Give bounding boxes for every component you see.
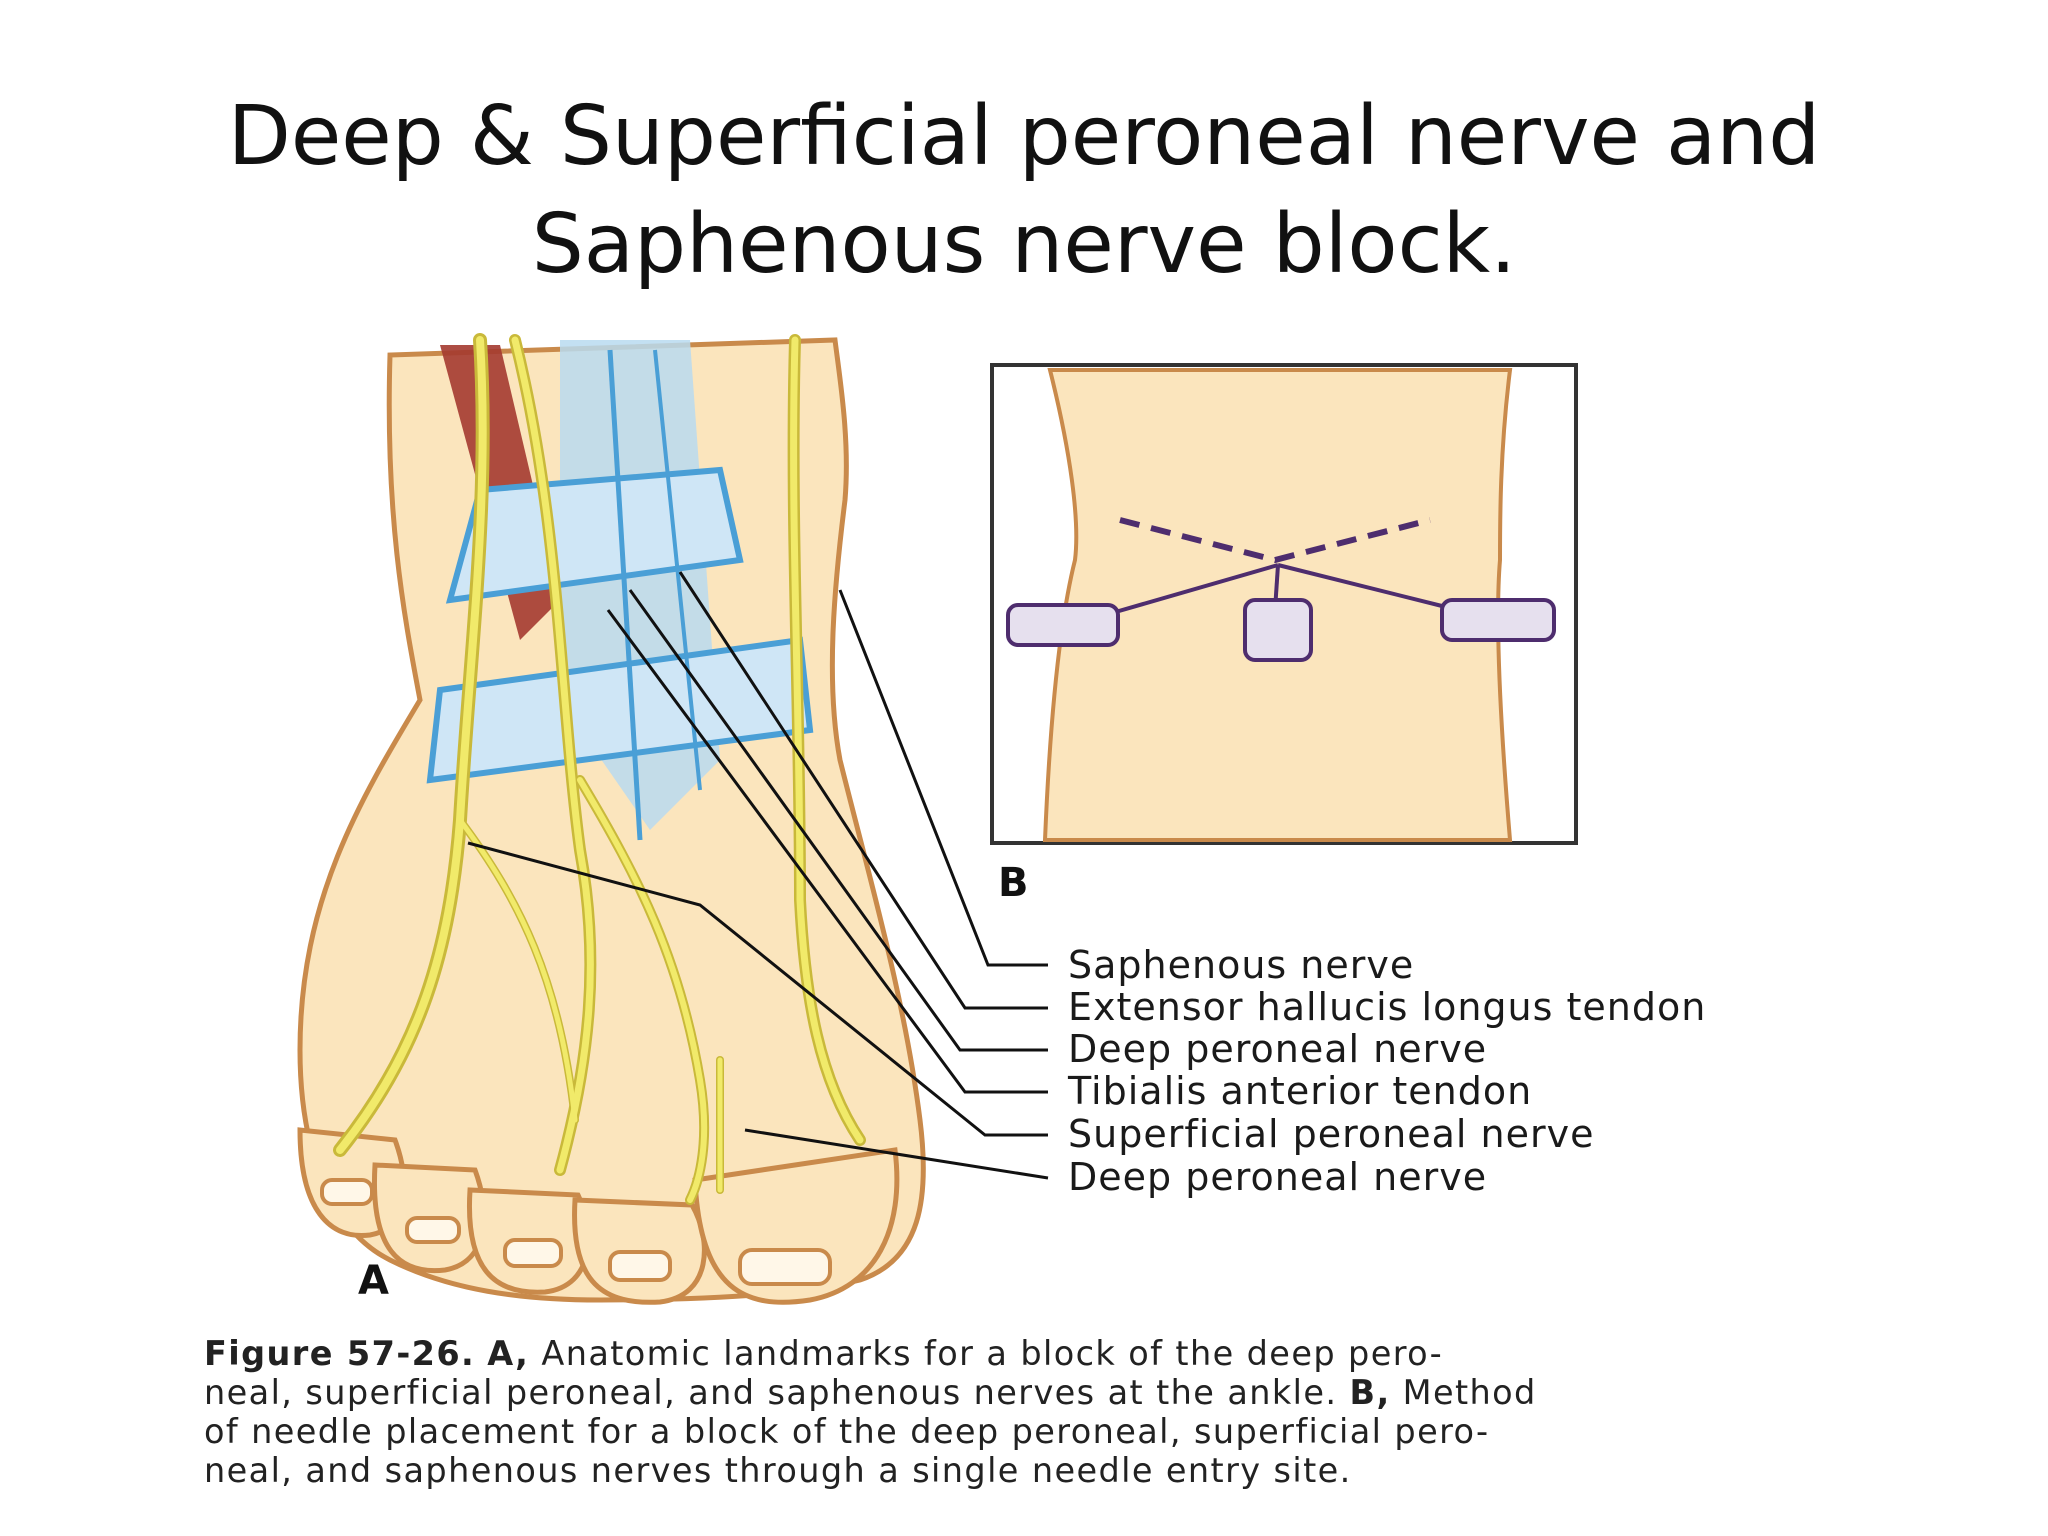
leader-tibialis-anterior-tendon [606,609,1048,1094]
slide-title-line-2: Saphenous nerve block. [531,196,1517,292]
needle-hub-left [1006,603,1120,647]
panel-a-letter: A [358,1258,389,1304]
tendon-line [607,349,643,841]
caption-b-marker: B, [1349,1373,1391,1412]
caption-line-2-pre: neal, superficial peroneal, and saphenou… [204,1373,1338,1412]
toenail-2 [608,1250,672,1282]
leader-saphenous-nerve [838,589,1048,967]
toenail-4 [405,1216,461,1244]
leader-extensor-hallucis-longus-tendon [678,571,1048,1010]
panel-b-letter: B [998,860,1029,906]
panel-a-illustration [297,333,1049,1305]
needle-hubs [1006,598,1556,662]
label-deep-peroneal-nerve-1: Deep peroneal nerve [1068,1027,1488,1071]
leader-lines [467,571,1049,1180]
leader-superficial-peroneal-nerve [467,841,1048,1137]
needle-hub-right [1440,598,1556,642]
toenail-1 [738,1248,832,1286]
needle-paths [1119,517,1431,564]
figure-caption: Figure 57-26. A, Anatomic landmarks for … [204,1334,1924,1490]
label-superficial-peroneal-nerve: Superficial peroneal nerve [1068,1112,1595,1156]
caption-line-3: of needle placement for a block of the d… [204,1412,1490,1451]
superior-retinaculum [445,466,744,604]
caption-line-1-text: Anatomic landmarks for a block of the de… [541,1334,1444,1373]
label-extensor-hallucis-longus-tendon: Extensor hallucis longus tendon [1068,985,1707,1029]
tendon-line [653,349,702,791]
needle-hub-center [1243,598,1313,662]
caption-a-marker: A, [487,1334,530,1373]
panel-b-inset [990,363,1578,845]
leader-deep-peroneal-nerve-2 [744,1128,1049,1180]
caption-line-1: Figure 57-26. A, Anatomic landmarks for … [204,1334,1924,1373]
leader-deep-peroneal-nerve-1 [628,589,1048,1052]
slide-title: Deep & Superficial peroneal nerve and Sa… [0,83,2048,299]
label-tibialis-anterior-tendon: Tibialis anterior tendon [1068,1069,1533,1113]
label-deep-peroneal-nerve-2: Deep peroneal nerve [1068,1155,1488,1199]
inferior-retinaculum [426,636,814,784]
caption-figure-number: Figure 57-26. [204,1334,476,1373]
caption-line-2-post: Method [1402,1373,1537,1412]
label-saphenous-nerve: Saphenous nerve [1068,943,1415,987]
toenail-5 [320,1178,374,1206]
slide-title-line-1: Deep & Superficial peroneal nerve and [227,88,1821,184]
caption-line-4: neal, and saphenous nerves through a sin… [204,1451,1352,1490]
caption-line-2: neal, superficial peroneal, and saphenou… [204,1373,1924,1412]
toenail-3 [503,1238,563,1268]
